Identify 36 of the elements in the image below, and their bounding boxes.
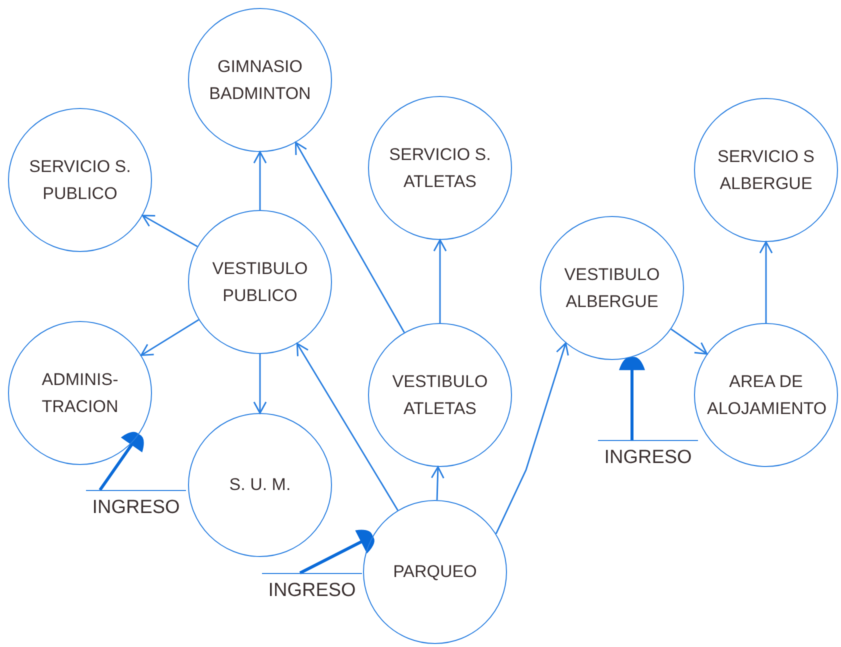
space-label: PARQUEO (392, 561, 478, 584)
arrow (433, 239, 447, 323)
space-label: VESTIBULO ALBERGUE (563, 264, 661, 313)
arrow (253, 151, 267, 210)
arrow (430, 466, 444, 500)
space-label: S. U. M. (228, 474, 292, 496)
space-label: AREA DE ALOJAMIENTO (707, 370, 825, 420)
arrow (296, 342, 398, 511)
arrow (142, 214, 198, 248)
space-circle (188, 210, 332, 354)
space-circle (368, 96, 512, 240)
entrance-label: INGRESO (262, 573, 362, 602)
entrance-label: INGRESO (86, 490, 186, 519)
space-circle (188, 413, 332, 557)
arrow (140, 319, 200, 356)
space-circle (363, 500, 507, 644)
space-label: SERVICIO S. ATLETAS (388, 144, 492, 193)
arrow (495, 342, 569, 534)
space-circle (368, 323, 512, 467)
space-circle (188, 8, 332, 152)
arrow (253, 354, 267, 414)
entrance-label: INGRESO (598, 440, 698, 469)
space-label: ADMINIS- TRACION (40, 368, 120, 418)
space-label: GIMNASIO BADMINTON (208, 56, 312, 105)
space-circle (694, 323, 838, 467)
space-label: SERVICIO S. PUBLICO (28, 156, 132, 205)
arrow (670, 328, 708, 355)
space-circle (8, 321, 152, 465)
space-label: VESTIBULO PUBLICO (211, 258, 309, 307)
arrow (294, 142, 405, 333)
space-circle (540, 216, 684, 360)
space-label: SERVICIO S ALBERGUE (716, 146, 816, 195)
space-circle (694, 98, 838, 242)
space-circle (8, 108, 152, 252)
arrow (759, 241, 773, 323)
space-label: VESTIBULO ATLETAS (391, 370, 489, 420)
